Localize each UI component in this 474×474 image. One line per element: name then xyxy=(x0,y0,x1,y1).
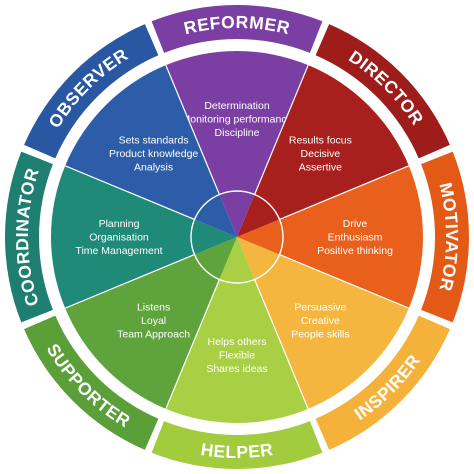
segment-text-observer: Product knowledge xyxy=(109,148,198,160)
segment-motivator xyxy=(237,165,423,309)
segment-text-helper: Flexible xyxy=(219,350,255,362)
segment-text-supporter: Listens xyxy=(137,301,170,313)
ring-band-observer xyxy=(24,24,159,159)
segment-observer xyxy=(65,65,237,237)
segment-text-coordinator: Time Management xyxy=(75,245,162,257)
segment-text-reformer: Determination xyxy=(204,100,270,112)
segment-divider xyxy=(64,254,195,309)
segment-text-coordinator: Planning xyxy=(99,218,140,230)
segment-coordinator xyxy=(50,165,237,309)
segment-divider xyxy=(165,279,220,410)
segment-reformer xyxy=(165,51,309,238)
segment-text-inspirer: People skills xyxy=(291,328,349,340)
ring-band-supporter xyxy=(24,315,159,450)
ring-band-helper xyxy=(151,421,323,469)
segment-text-motivator: Positive thinking xyxy=(317,245,393,257)
segment-text-inspirer: Persuasive xyxy=(294,301,346,313)
segment-text-director: Assertive xyxy=(299,162,342,174)
segment-text-helper: Shares ideas xyxy=(206,363,267,375)
segment-supporter xyxy=(65,237,237,409)
segment-text-supporter: Loyal xyxy=(141,315,166,327)
segment-text-supporter: Team Approach xyxy=(117,328,190,340)
segment-text-director: Results focus xyxy=(289,135,352,147)
segment-text-motivator: Enthusiasm xyxy=(328,232,383,244)
segment-text-reformer: Monitoring performance xyxy=(182,114,293,126)
ring-band-director xyxy=(315,24,450,159)
segment-text-coordinator: Organisation xyxy=(89,232,149,244)
role-label-text-helper: HELPER xyxy=(200,439,274,462)
segment-director xyxy=(237,65,409,237)
segment-helper xyxy=(165,237,309,423)
segment-text-inspirer: Creative xyxy=(301,315,340,327)
segment-text-observer: Sets standards xyxy=(119,135,189,147)
segment-divider xyxy=(165,64,220,195)
center-hub xyxy=(190,190,284,284)
segment-divider xyxy=(64,165,195,220)
ring-band-coordinator xyxy=(4,151,53,323)
segment-text-motivator: Drive xyxy=(343,218,368,230)
segment-text-helper: Helps others xyxy=(208,336,267,348)
ring-band-inspirer xyxy=(315,315,450,450)
ring-band-motivator xyxy=(421,151,469,323)
role-label-helper: HELPER xyxy=(200,439,275,462)
segment-divider xyxy=(254,279,309,410)
segment-divider xyxy=(279,165,410,220)
segment-text-director: Decisive xyxy=(301,148,341,160)
segment-divider xyxy=(279,254,410,309)
ring-band-reformer xyxy=(151,5,323,53)
segment-text-reformer: Discipline xyxy=(215,127,260,139)
segment-text-observer: Analysis xyxy=(134,162,173,174)
segment-inspirer xyxy=(237,237,409,409)
segment-divider xyxy=(254,64,309,195)
